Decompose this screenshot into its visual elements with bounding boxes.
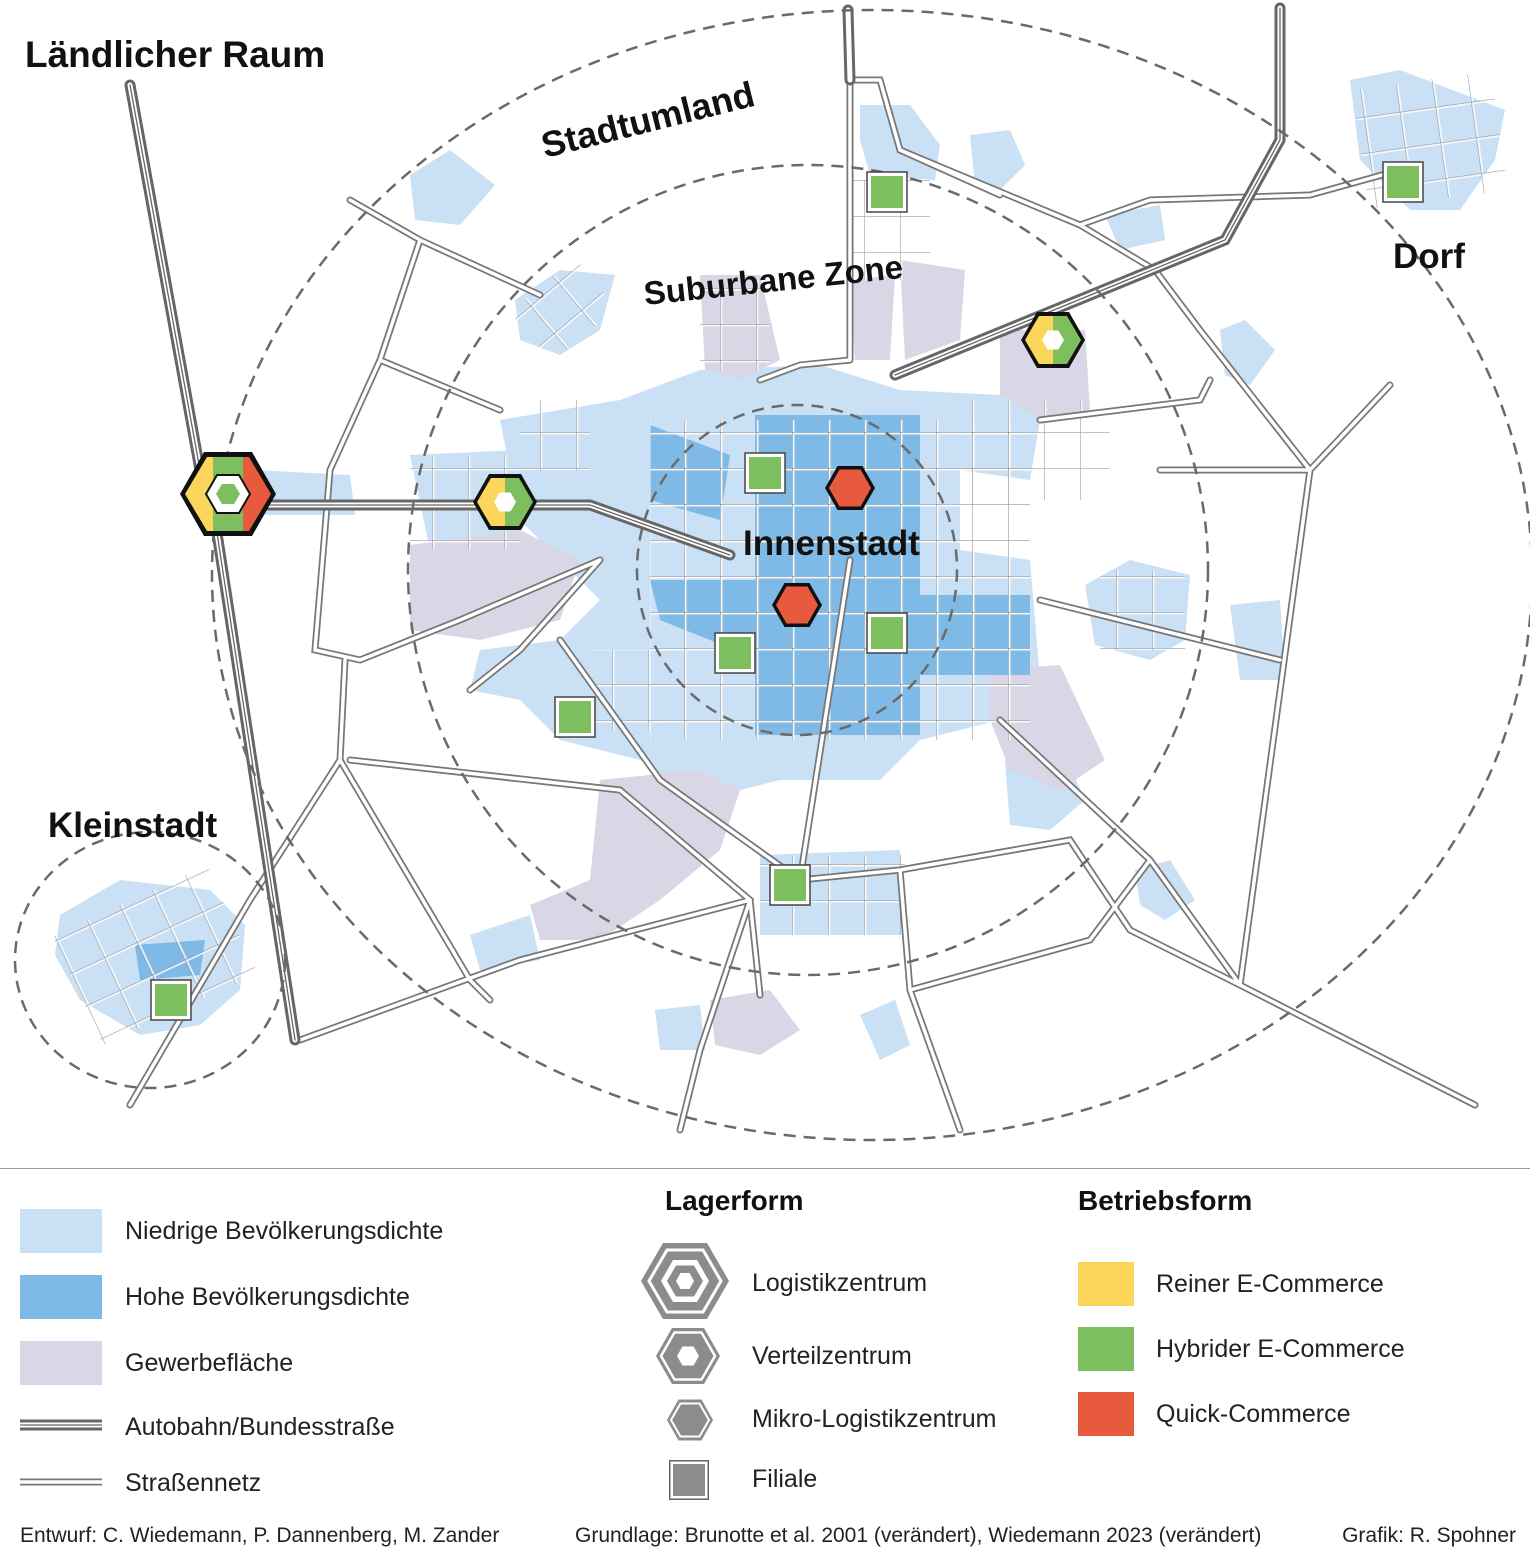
- small-town-ring: [13, 830, 287, 1090]
- branch-icons: [150, 161, 1424, 1021]
- branch-icon[interactable]: [714, 632, 756, 674]
- city-structure-map: Ländlicher Raum Stadtumland Suburbane Zo…: [13, 2, 1530, 1142]
- hybrid-ecommerce-swatch: [1078, 1327, 1134, 1371]
- storage-form-heading: Lagerform: [665, 1185, 804, 1216]
- branch-icon[interactable]: [866, 171, 908, 213]
- legend-highway: Autobahn/Bundesstraße: [125, 1413, 395, 1441]
- high-density-swatch: [20, 1275, 102, 1319]
- business-form-heading: Betriebsform: [1078, 1185, 1253, 1216]
- branch-icon[interactable]: [554, 696, 596, 738]
- credit-source: Grundlage: Brunotte et al. 2001 (verände…: [575, 1524, 1262, 1547]
- label-rural: Ländlicher Raum: [25, 34, 325, 75]
- street-grids: [52, 70, 1508, 1046]
- small-hexagon-icon: [667, 1399, 713, 1441]
- legend-branch: Filiale: [752, 1465, 818, 1493]
- square-icon: [669, 1460, 709, 1500]
- logistics-center-icon[interactable]: [180, 452, 276, 536]
- legend: Niedrige Bevölkerungsdichte Hohe Bevölke…: [0, 1168, 1530, 1555]
- quick-commerce-swatch: [1078, 1392, 1134, 1436]
- legend-distribution-center: Verteilzentrum: [752, 1342, 912, 1370]
- label-periurban: Stadtumland: [537, 73, 758, 166]
- street-line-swatch: [20, 1478, 102, 1486]
- pure-ecommerce-swatch: [1078, 1262, 1134, 1306]
- legend-high-density: Hohe Bevölkerungsdichte: [125, 1283, 410, 1311]
- suburban-ring: [406, 163, 1210, 977]
- legend-quick-commerce: Quick-Commerce: [1156, 1400, 1351, 1428]
- branch-icon[interactable]: [1382, 161, 1424, 203]
- street-network: [126, 76, 1479, 1134]
- micro-logistics-center-icon[interactable]: [772, 583, 822, 627]
- branch-icon[interactable]: [866, 612, 908, 654]
- legend-low-density: Niedrige Bevölkerungsdichte: [125, 1217, 444, 1245]
- label-city: Innenstadt: [743, 524, 920, 563]
- credit-graphic: Grafik: R. Spohner: [1342, 1524, 1516, 1547]
- legend-commercial: Gewerbefläche: [125, 1349, 294, 1377]
- zone-rings: [13, 8, 1530, 1142]
- inner-city-ring: [635, 403, 959, 737]
- branch-icon[interactable]: [150, 979, 192, 1021]
- branch-icon[interactable]: [769, 864, 811, 906]
- legend-hybrid-ecommerce: Hybrider E-Commerce: [1156, 1335, 1405, 1363]
- branch-icon[interactable]: [744, 452, 786, 494]
- commercial-swatch: [20, 1341, 102, 1385]
- periurban-ring: [210, 8, 1530, 1142]
- legend-micro-logistics-center: Mikro-Logistikzentrum: [752, 1405, 997, 1433]
- legend-logistics-center: Logistikzentrum: [752, 1269, 928, 1297]
- hexagon-icon: [656, 1328, 720, 1384]
- credit-design: Entwurf: C. Wiedemann, P. Dannenberg, M.…: [20, 1524, 500, 1547]
- legend-street: Straßennetz: [125, 1469, 262, 1497]
- large-hexagon-icon: [641, 1243, 729, 1319]
- legend-pure-ecommerce: Reiner E-Commerce: [1156, 1270, 1384, 1298]
- label-village: Dorf: [1393, 237, 1465, 276]
- highway-line-swatch: [20, 1419, 102, 1431]
- low-density-swatch: [20, 1209, 102, 1253]
- micro-logistics-center-icon[interactable]: [825, 466, 875, 510]
- label-town: Kleinstadt: [48, 806, 218, 845]
